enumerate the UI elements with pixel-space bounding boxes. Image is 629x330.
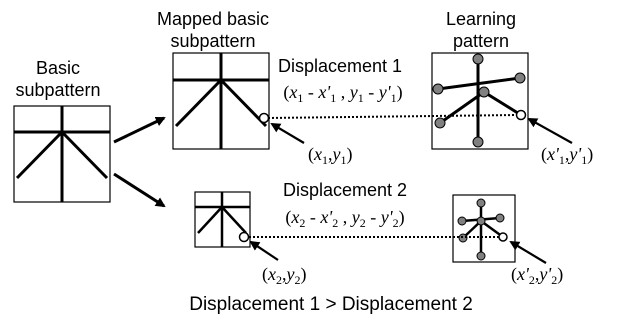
displacement-2-formula: (x2 - x'2 , y2 - y'2): [285, 207, 404, 230]
pointer-arrow-x1: [270, 122, 305, 144]
learning-point-1: [515, 109, 527, 121]
pointer-arrow-xp2: [509, 240, 547, 264]
basic-subpattern-label-line1: Basic: [36, 58, 80, 78]
mapped-subpattern-label-line1: Mapped basic: [157, 9, 269, 29]
displacement-1-formula: (x1 - x'1 , y1 - y'1): [283, 82, 402, 105]
displacement-2-label: Displacement 2: [283, 180, 407, 200]
mapped-point-1: [258, 112, 270, 124]
learning-point-2: [498, 232, 508, 242]
displacement-1-label: Displacement 1: [278, 56, 402, 76]
map-arrow-1: [113, 116, 166, 144]
learning-pattern-box-2: [452, 194, 516, 263]
point-x1-y1-label: (x1,y1): [308, 144, 353, 167]
pointer-arrow-x2: [249, 240, 279, 261]
comparison-caption: Displacement 1 > Displacement 2: [189, 294, 473, 315]
pointer-arrow-xp1: [527, 118, 573, 144]
mapped-subpattern-box-1: [172, 52, 270, 150]
mapped-point-2: [238, 231, 250, 243]
learning-pattern-label-line1: Learning: [446, 9, 516, 29]
learning-pattern-box-1: [431, 52, 529, 150]
point-xp2-yp2-label: (x'2,y'2): [511, 264, 563, 287]
point-x2-y2-label: (x2,y2): [262, 264, 307, 287]
basic-subpattern-label-line2: subpattern: [15, 80, 100, 100]
learning-pattern-label-line2: pattern: [453, 31, 509, 51]
mapped-subpattern-box-2: [194, 191, 251, 248]
basic-subpattern-box: [13, 105, 111, 203]
point-xp1-yp1-label: (x'1,y'1): [541, 144, 593, 167]
displacement-1-dotted-line: [267, 114, 518, 119]
map-arrow-2: [113, 172, 166, 208]
mapped-subpattern-label-line2: subpattern: [170, 31, 255, 51]
